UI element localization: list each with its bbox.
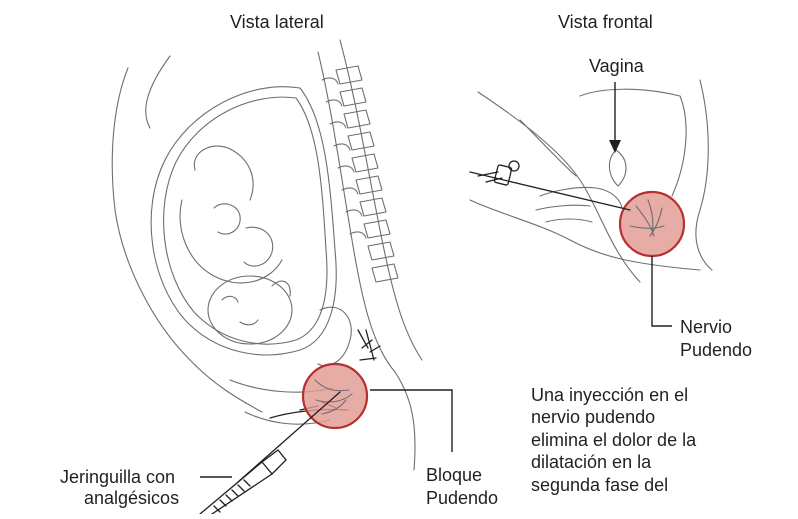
- syringe-label-line1: Jeringuilla con: [60, 466, 175, 488]
- nerve-label-line1: Nervio: [680, 316, 732, 338]
- vagina-label: Vagina: [589, 55, 644, 77]
- caption-line: elimina el dolor de la: [531, 429, 696, 451]
- caption-line: Una inyección en el: [531, 384, 696, 406]
- block-label-line1: Bloque: [426, 464, 482, 486]
- caption-line: dilatación en la: [531, 451, 696, 473]
- nerve-label-line2: Pudendo: [680, 339, 752, 361]
- frontal-view-drawing: [470, 80, 712, 282]
- caption-line: nervio pudendo: [531, 406, 696, 428]
- syringe: [200, 450, 286, 514]
- lateral-view-title: Vista lateral: [230, 11, 324, 33]
- frontal-view-title: Vista frontal: [558, 11, 653, 33]
- syringe-label-line2: analgésicos: [84, 487, 179, 509]
- lateral-view-drawing: [112, 40, 422, 514]
- frontal-highlight-circle: [620, 192, 684, 256]
- spine-vertebrae: [322, 66, 398, 282]
- block-label-line2: Pudendo: [426, 487, 498, 509]
- caption: Una inyección en el nervio pudendo elimi…: [531, 384, 696, 496]
- caption-line: segunda fase del: [531, 474, 696, 496]
